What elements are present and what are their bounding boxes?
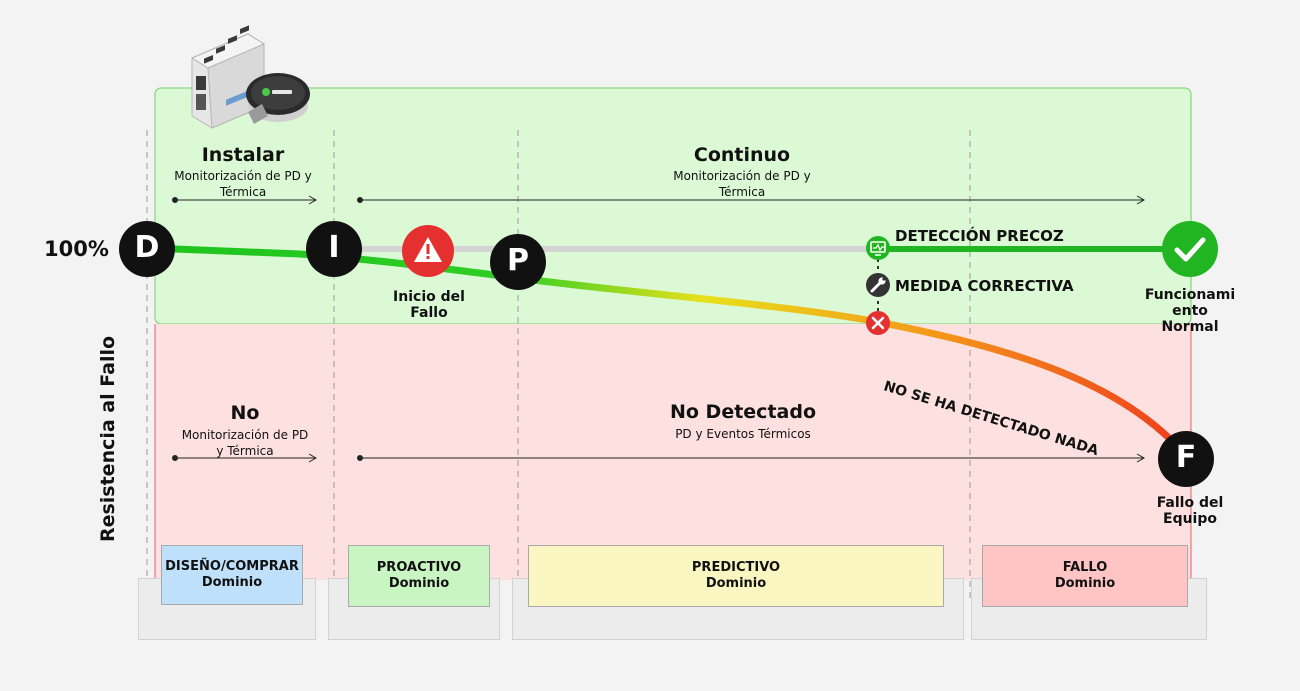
stage-continuo-title: Continuo xyxy=(693,144,791,166)
percent-label: 100% xyxy=(44,237,109,261)
arrows-top xyxy=(172,195,1146,205)
inicio-fallo-line1: Inicio del xyxy=(393,289,465,305)
stage-instalar-title: Instalar xyxy=(201,144,285,166)
check-icon xyxy=(1162,221,1218,277)
domain-predictivo-name: PREDICTIVO xyxy=(691,560,781,575)
stage-no-sub2: y Térmica xyxy=(216,444,274,458)
domain-diseno-name: DISEÑO/COMPRAR xyxy=(165,559,299,574)
stage-no-detectado-sub1: PD y Eventos Térmicos xyxy=(675,427,811,441)
stage-no-detectado-title: No Detectado xyxy=(669,401,817,423)
funcionamiento-line3: Normal xyxy=(1161,319,1219,335)
warning-icon xyxy=(402,225,454,277)
stage-instalar-sub2: Térmica xyxy=(219,185,267,199)
funcionamiento-line1: Funcionami xyxy=(1144,287,1236,303)
marker-i xyxy=(306,221,362,277)
wrench-icon xyxy=(866,273,890,297)
stage-no-sub1: Monitorización de PD xyxy=(181,428,309,442)
marker-d-letter: D xyxy=(134,230,160,265)
red-zone xyxy=(155,324,1191,580)
domain-proactivo-sub: Dominio xyxy=(388,576,450,591)
domain-predictivo: PREDICTIVO Dominio xyxy=(528,545,944,607)
domain-proactivo: PROACTIVO Dominio xyxy=(348,545,490,607)
cross-icon xyxy=(866,311,890,335)
domain-diseno-sub: Dominio xyxy=(201,575,263,590)
fallo-equipo-line2: Equipo xyxy=(1163,511,1217,527)
marker-p-letter: P xyxy=(507,243,529,278)
domain-predictivo-sub: Dominio xyxy=(705,576,767,591)
inicio-fallo-line2: Fallo xyxy=(410,305,448,321)
domain-fallo-sub: Dominio xyxy=(1054,576,1116,591)
domain-fallo-name: FALLO xyxy=(1062,560,1108,575)
marker-i-letter: I xyxy=(328,230,340,265)
marker-f-letter: F xyxy=(1175,440,1197,475)
domain-proactivo-name: PROACTIVO xyxy=(376,560,462,575)
arrows-bottom xyxy=(172,453,1146,463)
marker-d xyxy=(119,221,175,277)
marker-p xyxy=(490,234,546,290)
funcionamiento-line2: ento xyxy=(1172,303,1208,319)
dashed-dividers xyxy=(146,130,971,600)
monitor-icon xyxy=(866,236,890,260)
stage-no-title: No xyxy=(230,402,260,424)
stage-instalar-sub1: Monitorización de PD y xyxy=(174,169,312,183)
marker-f xyxy=(1158,431,1214,487)
domain-diseno: DISEÑO/COMPRAR Dominio xyxy=(161,545,303,605)
y-axis-label: Resistencia al Fallo xyxy=(97,335,119,543)
fallo-equipo-line1: Fallo del xyxy=(1156,495,1224,511)
deteccion-precoz-label: DETECCIÓN PRECOZ xyxy=(895,227,1064,245)
stage-continuo-sub2: Térmica xyxy=(718,185,766,199)
medida-correctiva-label: MEDIDA CORRECTIVA xyxy=(895,277,1074,295)
domain-fallo: FALLO Dominio xyxy=(982,545,1188,607)
device-image xyxy=(190,25,310,129)
stage-continuo-sub1: Monitorización de PD y xyxy=(673,169,811,183)
